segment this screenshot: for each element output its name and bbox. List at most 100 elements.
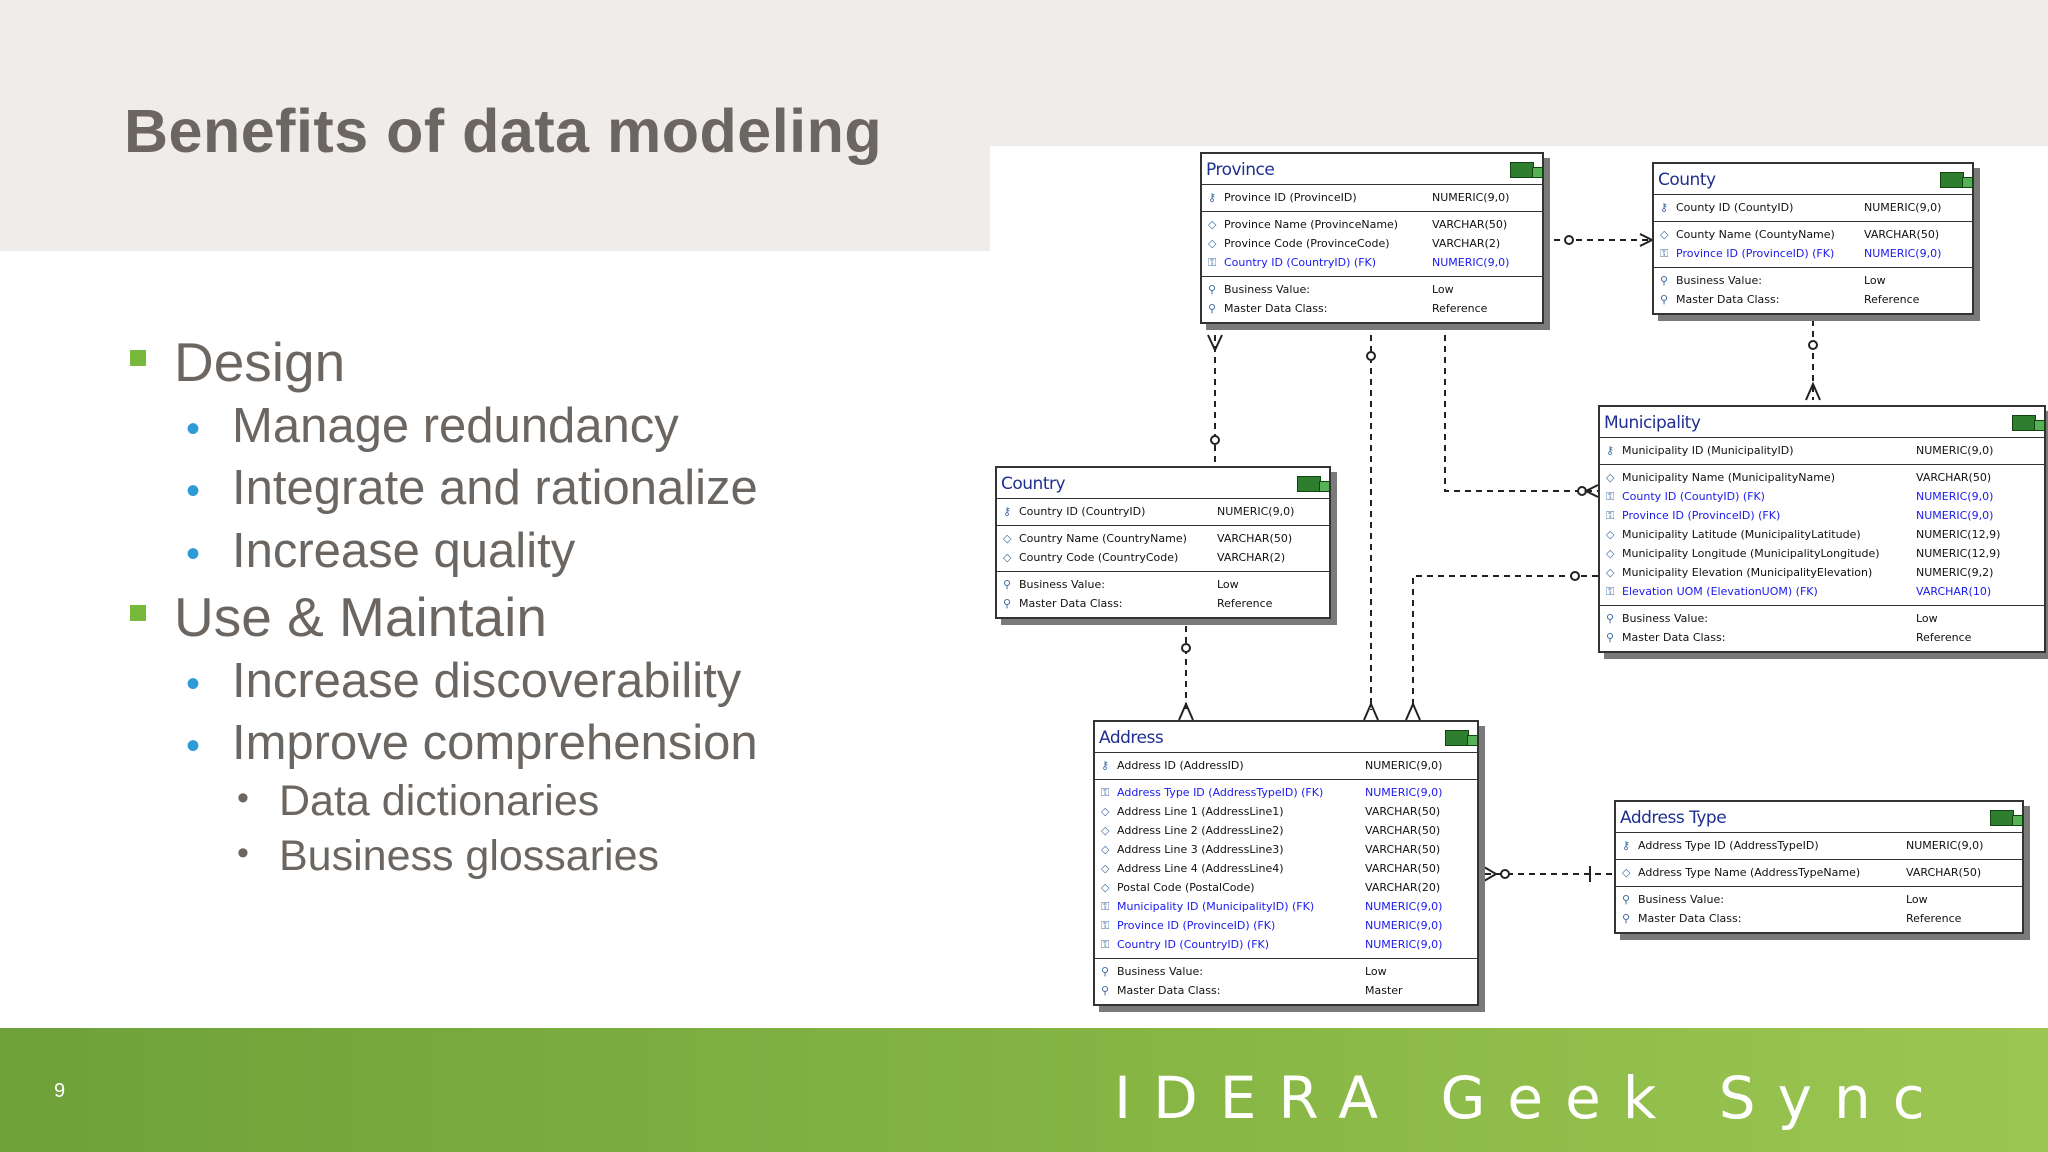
bullet-marker: • — [186, 724, 201, 768]
crowfoot-province-bottom — [1207, 334, 1223, 353]
entity-address-type[interactable]: Address Type ⚷Address Type ID (AddressTyp… — [1614, 800, 2024, 934]
attribute-row: ◇Municipality Name (MunicipalityName)VAR… — [1600, 468, 2044, 487]
attribute-type: VARCHAR(50) — [1365, 805, 1441, 818]
attribute-name: Master Data Class: — [1224, 302, 1328, 315]
primary-key-section: ⚷Municipality ID (MunicipalityID)NUMERIC… — [1600, 438, 2044, 465]
rel-end-addresstype-address — [1500, 869, 1510, 879]
attribute-type: VARCHAR(50) — [1365, 824, 1441, 837]
entity-municipality[interactable]: Municipality⚷Municipality ID (Municipali… — [1598, 405, 2046, 653]
attribute-row: ⚿Province ID (ProvinceID) (FK)NUMERIC(9,… — [1600, 506, 2044, 525]
fk-icon: ⚿ — [1101, 786, 1110, 799]
attribute-name: Address ID (AddressID) — [1117, 759, 1244, 772]
key-icon: ⚷ — [1622, 839, 1631, 852]
title-band — [0, 0, 990, 251]
attribute-icon: ◇ — [1606, 528, 1615, 541]
attribute-row: ⚷Province ID (ProvinceID)NUMERIC(9,0) — [1202, 188, 1542, 207]
attribute-type: NUMERIC(9,0) — [1365, 919, 1443, 932]
table-icon — [1940, 172, 1973, 188]
attribute-type: NUMERIC(9,2) — [1916, 566, 1994, 579]
idera-geek-sync-logo: IDERA Geek Sync — [1114, 1064, 1947, 1132]
rel-end-municipality-address — [1570, 571, 1580, 581]
attribute-type: Low — [1217, 578, 1239, 591]
attribute-icon: ◇ — [1208, 237, 1217, 250]
tag-icon: ⚲ — [1101, 965, 1110, 978]
bullet-level2: •Increase quality — [186, 523, 575, 579]
attribute-row: ⚿Address Type ID (AddressTypeID) (FK)NUM… — [1095, 783, 1477, 802]
table-icon — [1990, 810, 2023, 826]
entity-name: Address Type — [1620, 808, 1727, 828]
entity-name: County — [1658, 170, 1716, 190]
attribute-type: NUMERIC(9,0) — [1365, 786, 1443, 799]
attribute-row: ⚷Address Type ID (AddressTypeID)NUMERIC(… — [1616, 836, 2022, 855]
attribute-row: ◇Address Type Name (AddressTypeName)VARC… — [1616, 863, 2022, 882]
rel-end-province-address — [1366, 351, 1376, 361]
attribute-type: Low — [1906, 893, 1928, 906]
attribute-row: ⚿ Province ID (ProvinceID) (FK) NUMERIC(9,… — [1654, 244, 1972, 263]
attribute-type: NUMERIC(9,0) — [1864, 247, 1942, 260]
attribute-section: ⚿Address Type ID (AddressTypeID) (FK)NUM… — [1095, 780, 1477, 959]
attribute-icon: ◇ — [1101, 881, 1110, 894]
bullet-text: Integrate and rationalize — [232, 461, 758, 515]
attribute-row: ⚲Business Value:Low — [997, 575, 1329, 594]
attribute-type: Low — [1916, 612, 1938, 625]
attribute-type: VARCHAR(50) — [1432, 218, 1508, 231]
entity-county[interactable]: County⚷County ID (CountyID)NUMERIC(9,0)◇… — [1652, 162, 1974, 315]
crowfoot-address-1 — [1178, 701, 1194, 721]
attribute-row: ⚿County ID (CountyID) (FK)NUMERIC(9,0) — [1600, 487, 2044, 506]
table-icon — [1297, 476, 1330, 492]
attribute-type: NUMERIC(9,0) — [1916, 490, 1994, 503]
footer-band — [0, 1028, 2048, 1152]
attribute-name: Address Type Name (AddressTypeName) — [1638, 866, 1861, 879]
bullet-level2: •Increase discoverability — [186, 653, 741, 709]
attribute-type: Reference — [1916, 631, 1972, 644]
attribute-name: Province Code (ProvinceCode) — [1224, 237, 1390, 250]
attribute-name: Province ID (ProvinceID) (FK) — [1676, 247, 1835, 260]
tag-icon: ⚲ — [1208, 302, 1217, 315]
entity-header: Municipality — [1600, 407, 2045, 438]
attribute-name: Municipality Longitude (MunicipalityLong… — [1622, 547, 1880, 560]
attribute-name: Elevation UOM (ElevationUOM) (FK) — [1622, 585, 1818, 598]
attribute-section: ◇ Province Name (ProvinceName) VARCHAR(50)… — [1202, 212, 1542, 277]
crowfoot-address-side — [1483, 866, 1498, 882]
entity-name: Address — [1099, 728, 1164, 748]
attribute-type: VARCHAR(50) — [1365, 843, 1441, 856]
attribute-row: ◇Postal Code (PostalCode)VARCHAR(20) — [1095, 878, 1477, 897]
metadata-section: ⚲Business Value:Low⚲Master Data Class:Re… — [1616, 887, 2022, 932]
attribute-name: Address Line 3 (AddressLine3) — [1117, 843, 1284, 856]
attribute-type: VARCHAR(2) — [1432, 237, 1501, 250]
rel-end-province-municipality — [1577, 486, 1587, 496]
attribute-type: NUMERIC(9,0) — [1916, 444, 1994, 457]
attribute-type: Reference — [1432, 302, 1488, 315]
rel-end-country-address — [1181, 643, 1191, 653]
entity-country[interactable]: Country⚷Country ID (CountryID)NUMERIC(9,… — [995, 466, 1331, 619]
attribute-row: ⚲Master Data Class:Reference — [1600, 628, 2044, 647]
attribute-row: ◇Address Line 2 (AddressLine2)VARCHAR(50… — [1095, 821, 1477, 840]
entity-name: Province — [1206, 160, 1275, 180]
fk-icon: ⚿ — [1660, 247, 1669, 260]
primary-key-section: ⚷Province ID (ProvinceID)NUMERIC(9,0) — [1202, 185, 1542, 212]
attribute-icon: ◇ — [1101, 824, 1110, 837]
attribute-name: Country ID (CountryID) — [1019, 505, 1146, 518]
attribute-row: ◇Province Name (ProvinceName)VARCHAR(50) — [1202, 215, 1542, 234]
attribute-row: ⚲Master Data Class:Master — [1095, 981, 1477, 1000]
crowfoot-municipality-side — [1583, 484, 1599, 498]
bullet-marker: • — [186, 407, 201, 451]
attribute-type: VARCHAR(10) — [1916, 585, 1992, 598]
entity-address[interactable]: Address⚷Address ID (AddressID)NUMERIC(9,… — [1093, 720, 1479, 1006]
bullet-text: Business glossaries — [279, 832, 660, 880]
rel-end-province-country — [1210, 435, 1220, 445]
attribute-type: NUMERIC(9,0) — [1432, 256, 1510, 269]
entity-header: Country — [997, 468, 1330, 499]
entity-province[interactable]: Province ⚷Province ID (ProvinceID)NUMERIC… — [1200, 152, 1544, 324]
attribute-name: Municipality Elevation (MunicipalityElev… — [1622, 566, 1873, 579]
attribute-type: VARCHAR(50) — [1217, 532, 1293, 545]
tag-icon: ⚲ — [1660, 274, 1669, 287]
attribute-icon: ◇ — [1622, 866, 1631, 879]
primary-key-section: ⚷Country ID (CountryID)NUMERIC(9,0) — [997, 499, 1329, 526]
bullet-text: Manage redundancy — [232, 399, 679, 453]
attribute-row: ⚲ Master Data Class: Reference — [1202, 299, 1542, 318]
attribute-row: ◇Address Line 4 (AddressLine4)VARCHAR(50… — [1095, 859, 1477, 878]
attribute-name: Master Data Class: — [1019, 597, 1123, 610]
attribute-type: Reference — [1906, 912, 1962, 925]
attribute-name: Province Name (ProvinceName) — [1224, 218, 1399, 231]
